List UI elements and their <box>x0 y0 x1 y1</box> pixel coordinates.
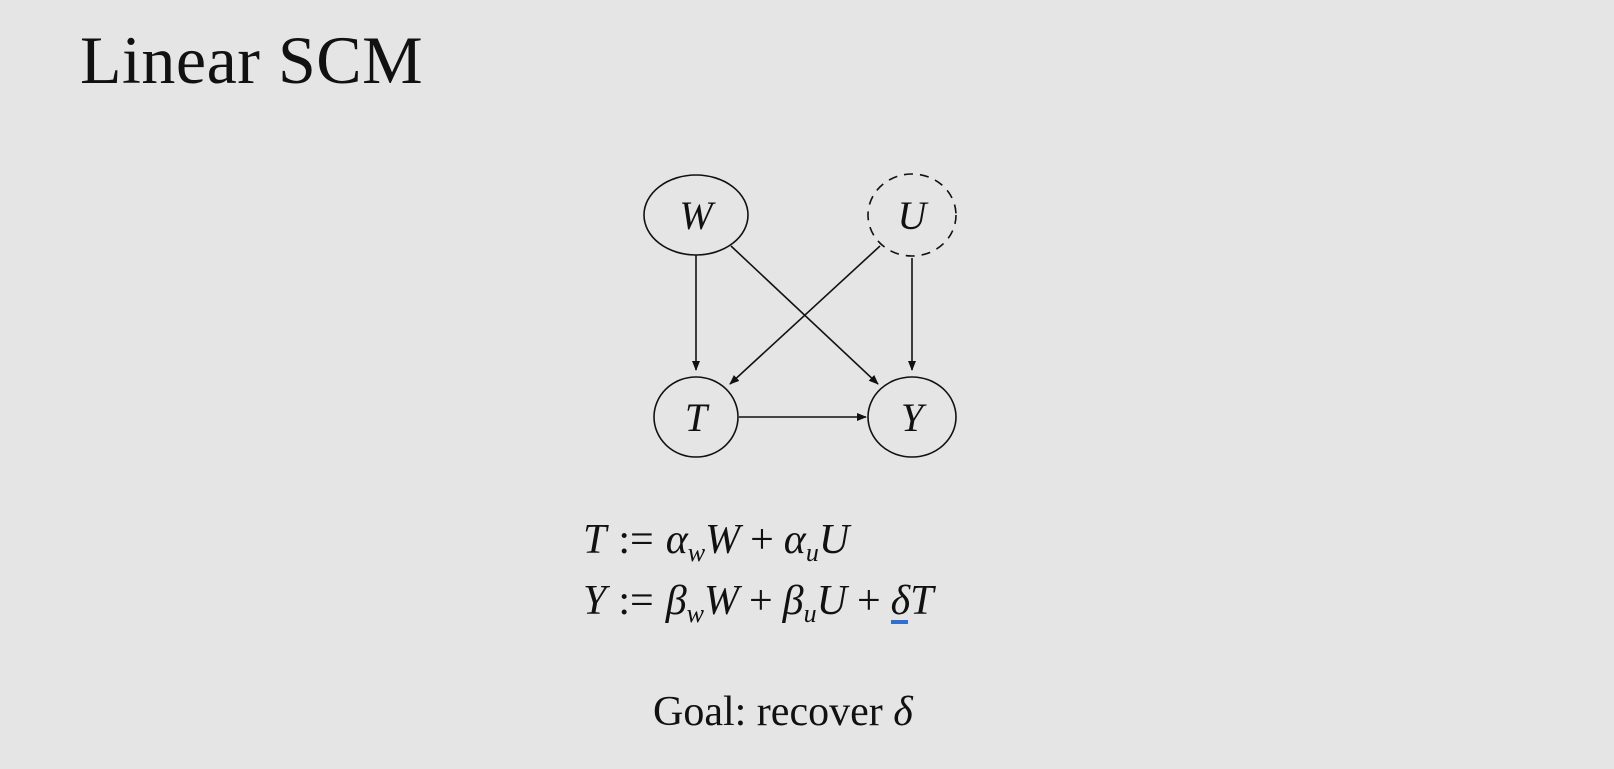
eq2-var1: W <box>703 578 739 624</box>
goal-symbol: δ <box>893 689 913 735</box>
eq2-var3: T <box>910 578 934 624</box>
eq1-lhs: T <box>583 517 607 563</box>
eq2-coef2: β <box>782 578 804 624</box>
edge-u-to-t <box>729 245 881 385</box>
eq2-assign: := <box>618 578 654 624</box>
node-t-label: T <box>685 395 710 440</box>
delta-highlight: δ <box>890 576 911 626</box>
node-y-label: Y <box>901 395 927 440</box>
node-t: T <box>653 376 739 458</box>
eq2-plus2: + <box>856 578 881 624</box>
eq1-plus1: + <box>750 517 774 563</box>
eq1-assign: := <box>618 517 654 563</box>
eq2-sub2: u <box>803 599 817 628</box>
node-y: Y <box>867 376 957 458</box>
node-w-label: W <box>679 193 716 238</box>
delta-underline-mark <box>890 620 909 624</box>
eq1-sub1: w <box>687 538 706 567</box>
eq1-var1: W <box>705 517 741 563</box>
node-u: U <box>867 173 957 257</box>
eq2-coef1: β <box>665 578 687 624</box>
eq2-lhs: Y <box>583 578 607 624</box>
eq1-sub2: u <box>805 538 819 567</box>
eq2-plus1: + <box>748 578 773 624</box>
slide-title: Linear SCM <box>80 22 424 98</box>
eq1-var2: U <box>818 517 850 563</box>
node-w: W <box>643 174 749 256</box>
goal-statement: Goal: recover δ <box>653 687 913 737</box>
node-u-label: U <box>898 193 930 238</box>
goal-text: Goal: recover <box>653 689 883 735</box>
eq2-var2: U <box>816 578 847 624</box>
equation-t: T:=αwW+αuU <box>583 515 850 567</box>
eq2-sub1: w <box>686 599 704 628</box>
eq1-coef2: α <box>783 517 806 563</box>
eq1-coef1: α <box>665 517 688 563</box>
eq2-coef3: δ <box>890 578 911 624</box>
